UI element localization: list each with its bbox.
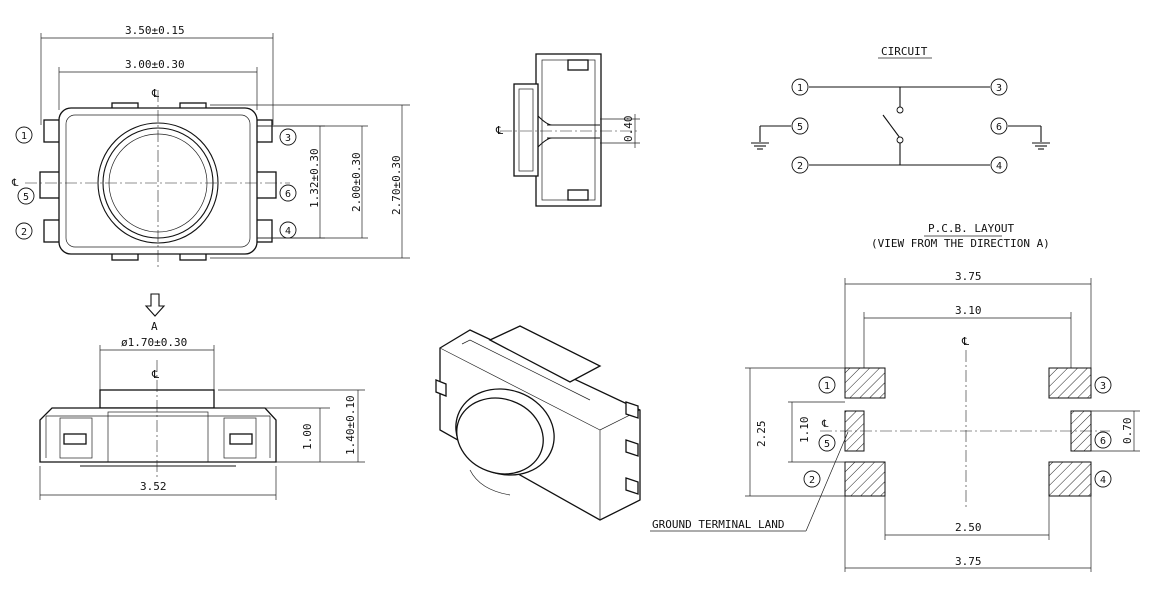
svg-text:2: 2 (809, 475, 815, 486)
dim-length: 3.52 (140, 480, 167, 493)
circuit-pin-4: 4 (990, 156, 1008, 174)
svg-text:5: 5 (824, 439, 830, 450)
dim-body-width: 3.00±0.30 (125, 58, 185, 71)
dim-total-height: 1.40±0.10 (344, 395, 357, 455)
pcb-pin-1: 1 (818, 376, 836, 394)
pcb-centerline: ℄ (961, 335, 969, 348)
end-view-body (535, 53, 602, 207)
dim-outer-bottom: 3.75 (955, 555, 982, 568)
dim-ground-land: 0.70 (1121, 418, 1134, 445)
dim-overall-height: 2.70±0.30 (390, 155, 403, 215)
dim-outer-top: 3.75 (955, 270, 982, 283)
dim-overall-width: 3.50±0.15 (125, 24, 185, 37)
pad-3 (1048, 367, 1092, 399)
pin-label-5: 5℄ (11, 178, 35, 205)
dim-body-height: 2.00±0.30 (350, 152, 363, 212)
pad-4 (1048, 461, 1092, 497)
circuit-title: CIRCUIT (881, 45, 928, 58)
direction-label: A (151, 320, 158, 333)
svg-text:1: 1 (824, 381, 830, 392)
centerline-label: ℄ (151, 87, 159, 100)
svg-text:3: 3 (996, 83, 1002, 94)
circuit-pin-3: 3 (990, 78, 1008, 96)
dim-terminal: 0.40 (622, 116, 635, 143)
pcb-subtitle: (VIEW FROM THE DIRECTION A) (871, 237, 1050, 250)
isometric-view (435, 325, 641, 521)
dim-side-body-height: 1.00 (301, 424, 314, 451)
circuit-pin-2: 2 (791, 156, 809, 174)
pin-label-6: 6 (279, 184, 297, 202)
dim-inner-bottom: 2.50 (955, 521, 982, 534)
svg-text:4: 4 (285, 226, 291, 237)
svg-text:℄: ℄ (11, 178, 19, 189)
pin-label-1: 1 (15, 126, 33, 144)
circuit-diagram: CIRCUIT 1 3 5 6 2 4 (751, 45, 1050, 174)
svg-text:4: 4 (1100, 475, 1106, 486)
pcb-pin-2: 2 (803, 470, 821, 488)
end-centerline: ℄ (495, 124, 503, 137)
svg-text:5: 5 (797, 122, 803, 133)
svg-text:5: 5 (23, 192, 29, 203)
svg-text:3: 3 (285, 133, 291, 144)
side-centerline: ℄ (151, 368, 159, 381)
pin-label-3: 3 (279, 128, 297, 146)
pin-label-2: 2 (15, 222, 33, 240)
dim-pin-span: 1.32±0.30 (308, 148, 321, 208)
circuit-pin-6: 6 (990, 117, 1008, 135)
svg-text:6: 6 (996, 122, 1002, 133)
svg-text:4: 4 (996, 161, 1002, 172)
dim-mid-height: 1.10 (798, 417, 811, 444)
pcb-layout: P.C.B. LAYOUT (VIEW FROM THE DIRECTION A… (650, 222, 1140, 572)
pcb-pin-3: 3 (1094, 376, 1112, 394)
top-view: 3.50±0.15 3.00±0.30 ℄ 1.32±0.30 (11, 24, 410, 268)
dim-pcb-height: 2.25 (755, 421, 768, 448)
side-view: A ø1.70±0.30 ℄ 1.00 1.40±0.10 3.52 (39, 293, 365, 500)
svg-text:6: 6 (285, 189, 291, 200)
circuit-pin-5: 5 (791, 117, 809, 135)
pcb-pin-5: 5℄ (818, 419, 836, 452)
svg-text:1: 1 (21, 131, 27, 142)
svg-text:2: 2 (21, 227, 27, 238)
dim-actuator-diameter: ø1.70±0.30 (121, 336, 187, 349)
svg-text:℄: ℄ (821, 419, 829, 430)
end-view: 0.40 ℄ (495, 53, 640, 207)
pad-1 (844, 367, 886, 399)
svg-text:3: 3 (1100, 381, 1106, 392)
pcb-title: P.C.B. LAYOUT (928, 222, 1014, 235)
circuit-pin-1: 1 (791, 78, 809, 96)
dim-inner-top: 3.10 (955, 304, 982, 317)
direction-arrow-icon (144, 293, 166, 317)
pcb-pin-4: 4 (1094, 470, 1112, 488)
actuator-outer (97, 122, 219, 244)
pcb-pin-6: 6 (1094, 431, 1112, 449)
pad-2 (844, 461, 886, 497)
pin-label-4: 4 (279, 221, 297, 239)
ground-terminal-label: GROUND TERMINAL LAND (652, 518, 784, 531)
svg-text:6: 6 (1100, 436, 1106, 447)
svg-text:1: 1 (797, 83, 803, 94)
svg-text:2: 2 (797, 161, 803, 172)
